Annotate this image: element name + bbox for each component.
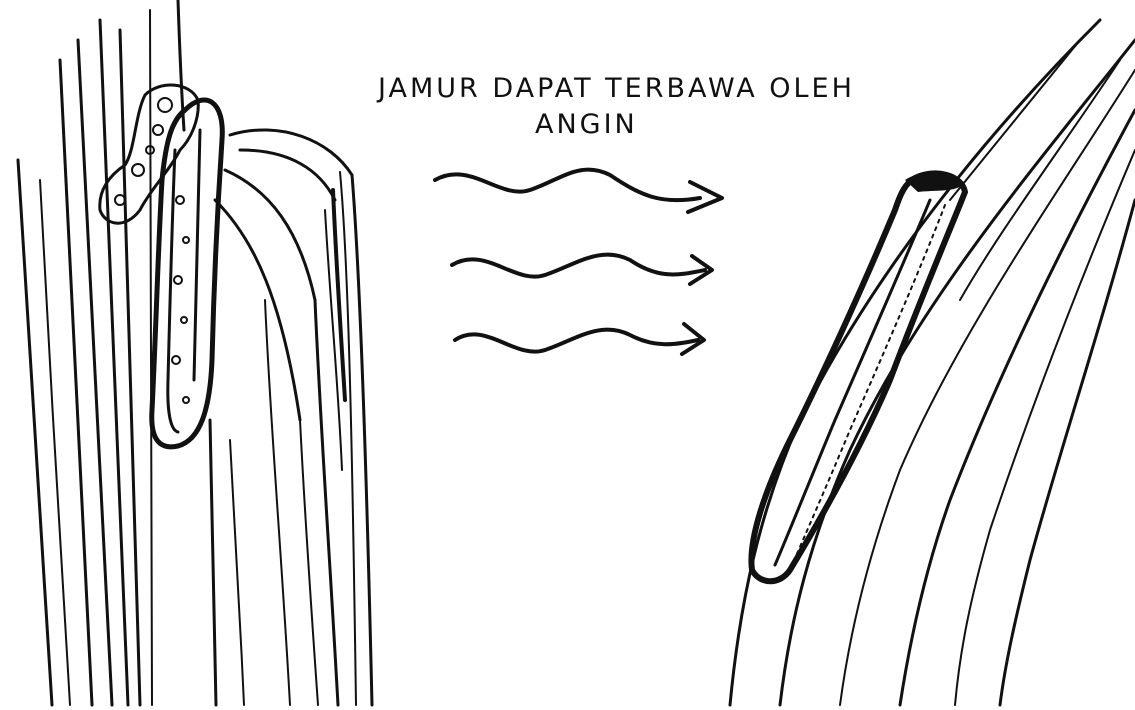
wind-arrows	[435, 170, 722, 354]
caption-line-1: JAMUR DAPAT TERBAWA OLEH	[378, 72, 855, 106]
left-bent-leaf	[215, 130, 372, 705]
left-fungal-lesion	[100, 85, 223, 447]
wind-arrow-top-icon	[435, 170, 722, 212]
caption-line-2: ANGIN	[535, 108, 638, 142]
wind-arrow-middle-icon	[452, 255, 712, 284]
right-infected-leaf	[730, 20, 1135, 705]
right-leaf-lines	[730, 20, 1135, 705]
left-infected-plant	[18, 0, 372, 705]
wind-arrow-bottom-icon	[455, 324, 704, 354]
right-fungal-lesion	[751, 173, 965, 581]
